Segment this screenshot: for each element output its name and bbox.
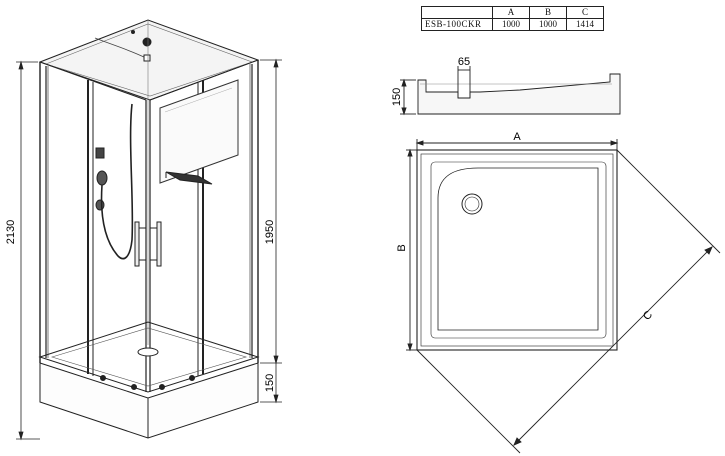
spec-table: A B C ESB-100CKR 1000 1000 1414: [421, 6, 604, 31]
spec-table-header-row: A B C: [421, 6, 604, 19]
cabin-height-label: 1950: [264, 220, 276, 244]
side-b-label: B: [396, 244, 408, 251]
overhead-shower-icon: [142, 37, 152, 47]
door-handle-left[interactable]: [134, 221, 140, 267]
cabin-base: [39, 362, 259, 439]
diagonal-c-label: C: [641, 309, 655, 323]
cabin-dimensions: [16, 58, 282, 441]
door-handle-right[interactable]: [156, 221, 162, 267]
mixer-icon: [95, 147, 105, 159]
spec-c-cell: 1414: [566, 18, 604, 31]
base-height-label: 150: [264, 374, 276, 392]
tray-height-label: 150: [391, 88, 403, 106]
drain-icon: [137, 347, 159, 357]
side-a-label: A: [513, 131, 521, 143]
shower-hose: [100, 103, 134, 260]
spec-table-row: ESB-100CKR 1000 1000 1414: [421, 18, 604, 31]
shower-cabin: [38, 19, 260, 439]
back-panel: [159, 79, 239, 184]
tray-drain-icon: [461, 193, 483, 215]
tray-basin: [437, 167, 599, 331]
tray-section: [400, 66, 621, 116]
shelf: [165, 171, 213, 185]
tray-plan: [406, 139, 721, 454]
total-height-label: 2130: [5, 220, 17, 244]
drain-depth-label: 65: [458, 56, 470, 68]
